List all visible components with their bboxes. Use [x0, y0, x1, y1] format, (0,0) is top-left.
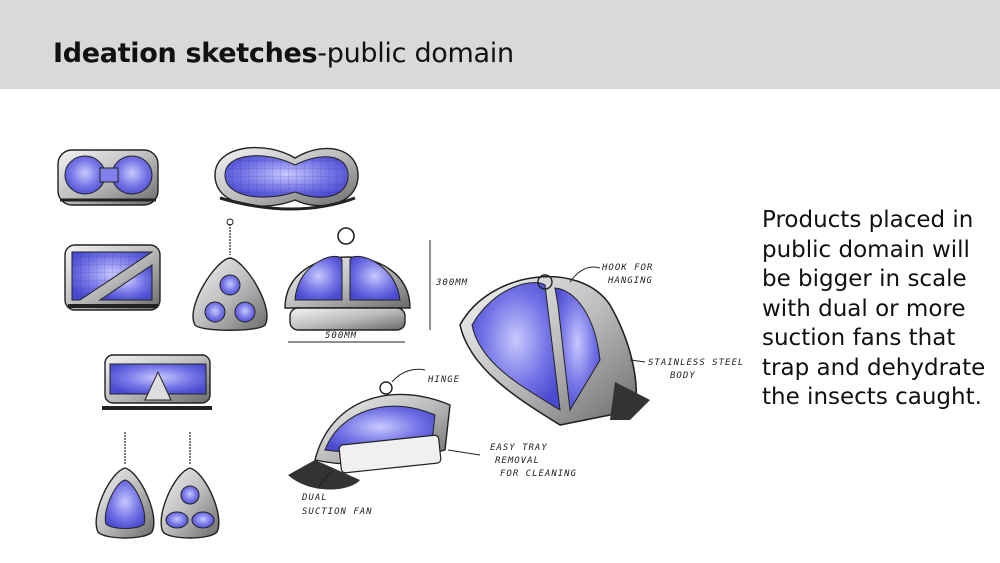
title-bar [0, 0, 1000, 89]
dimension-width-label: 500MM [325, 331, 357, 341]
annotation-fan-2: SUCTION FAN [302, 507, 373, 517]
sketch-hanging-triangles [95, 432, 220, 539]
ideation-sketches: 500MM 300MM HOOK FOR HA [57, 146, 744, 539]
annotation-tray-2: REMOVAL [495, 456, 540, 466]
annotation-hinge: HINGE [427, 375, 460, 385]
annotation-hook-2: HANGING [607, 276, 653, 286]
annotation-hook-1: HOOK FOR [601, 263, 653, 273]
slide-title-rest: -public domain [317, 38, 514, 69]
annotation-body-1: STAINLESS STEEL [648, 358, 744, 368]
annotation-body-2: BODY [670, 371, 696, 381]
sketch-open-dome-tray [288, 381, 451, 490]
sketch-dual-disc-box [57, 149, 159, 206]
sketch-flat-box [102, 354, 212, 410]
slide-body-text: Products placed in public domain will be… [762, 207, 986, 410]
sketch-annotations: HOOK FOR HANGING STAINLESS STEEL BODY HI… [301, 263, 744, 517]
sketch-diagonal-box [64, 244, 161, 311]
sketch-dome-dimensioned: 500MM 300MM [284, 227, 468, 343]
sketch-peanut [214, 146, 359, 211]
slide-title-bold: Ideation sketches [53, 38, 318, 69]
annotation-tray-3: FOR CLEANING [500, 469, 577, 479]
slide-title: Ideation sketches-public domain [53, 38, 514, 69]
annotation-tray-1: EASY TRAY [490, 443, 548, 453]
dimension-height-label: 300MM [435, 278, 468, 288]
annotation-fan-1: DUAL [301, 493, 328, 503]
sketch-triangle-hanging [192, 218, 268, 331]
sketch-large-dome [459, 274, 650, 426]
